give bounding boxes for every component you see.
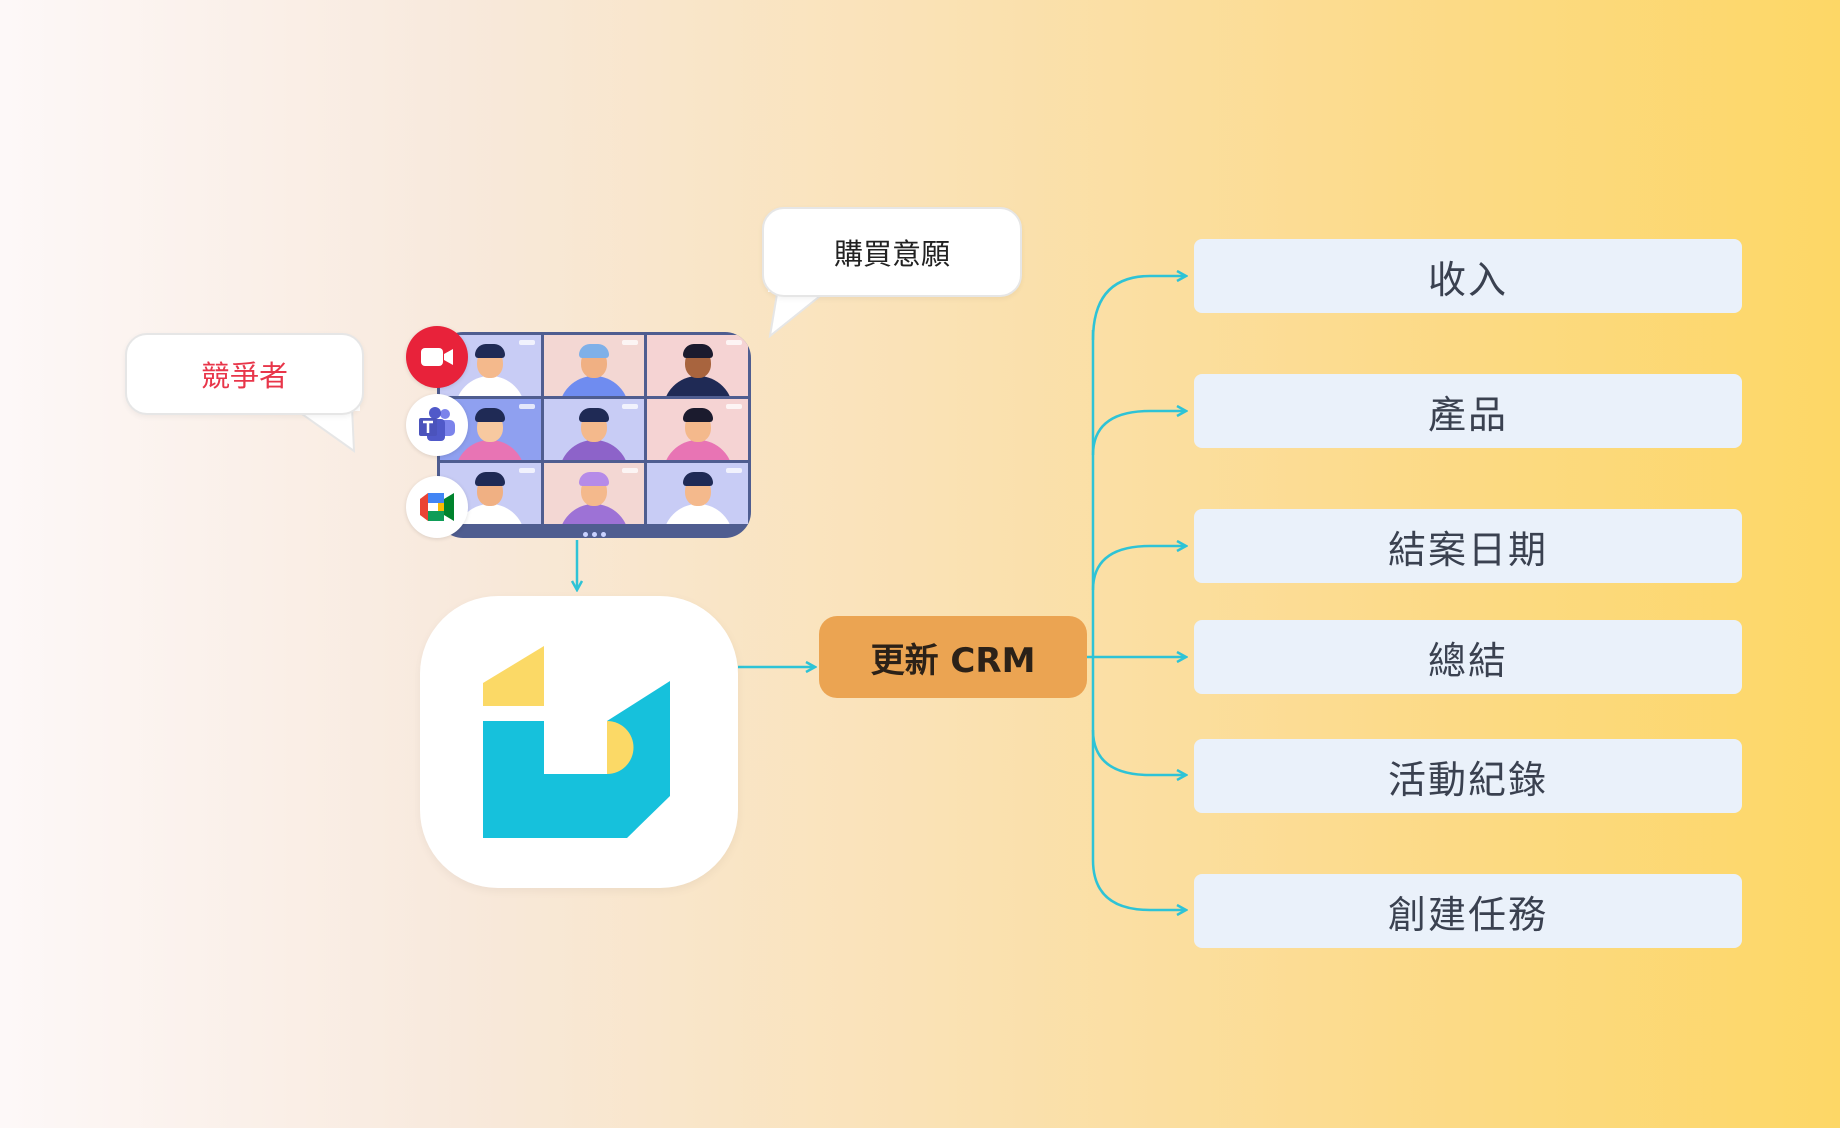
connector-branch-2 (1091, 411, 1186, 456)
participant-tile (543, 399, 645, 460)
update-crm-label: 更新 CRM (870, 640, 1036, 681)
outcome-label: 活動紀錄 (1387, 757, 1548, 802)
update-crm-node: 更新 CRM (819, 616, 1087, 698)
outcome-box-product: 產品 (1194, 374, 1742, 448)
participant-tile (647, 399, 748, 460)
outcome-label: 創建任務 (1387, 892, 1548, 937)
video-grid-pager (583, 532, 606, 537)
app-logo-icon (483, 646, 670, 838)
bubble-label-purchase-intent: 購買意願 (833, 237, 950, 271)
video-call-grid (437, 332, 751, 538)
google-meet-icon (406, 476, 468, 538)
connector-branch-3 (1091, 546, 1186, 591)
connector-branch-5 (1091, 729, 1186, 775)
outcome-label: 收入 (1427, 257, 1508, 302)
zoom-video-icon (406, 326, 468, 388)
participant-tile (543, 463, 645, 524)
outcome-label: 總結 (1427, 638, 1508, 683)
speech-bubble-purchase-intent: 購買意願 (762, 207, 1022, 297)
outcome-box-activity-log: 活動紀錄 (1194, 739, 1742, 813)
outcome-label: 結案日期 (1387, 527, 1548, 572)
connector-branch-1 (1091, 276, 1186, 341)
outcome-box-close-date: 結案日期 (1194, 509, 1742, 583)
participant-tile (440, 463, 541, 524)
microsoft-teams-icon (406, 394, 468, 456)
outcome-box-create-task: 創建任務 (1194, 874, 1742, 948)
participant-tile (543, 335, 645, 396)
app-logo-tile (420, 596, 738, 888)
participant-tile (647, 463, 748, 524)
outcome-box-revenue: 收入 (1194, 239, 1742, 313)
connector-branch-6 (1091, 859, 1186, 910)
speech-bubble-competitor: 競爭者 (125, 333, 364, 415)
participant-tile (647, 335, 748, 396)
outcome-label: 產品 (1427, 392, 1508, 437)
bubble-label-competitor: 競爭者 (200, 359, 288, 393)
outcome-box-summary: 總結 (1194, 620, 1742, 694)
